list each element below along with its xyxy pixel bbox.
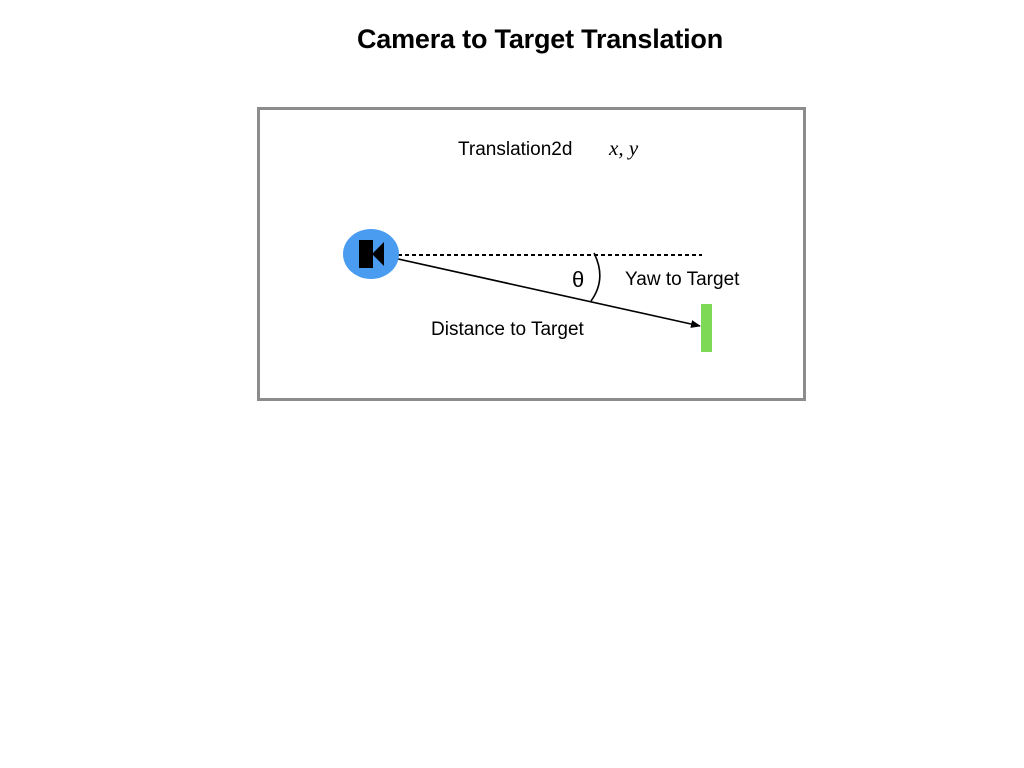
yaw-angle-arc [590,252,601,302]
frame-label: Translation2d [458,139,572,160]
page-title: Camera to Target Translation [357,24,723,54]
yaw-label: Yaw to Target [625,269,740,290]
video-camera-icon [359,240,384,268]
distance-label: Distance to Target [431,319,585,340]
frame-border [257,107,806,401]
angle-symbol: θ [572,267,584,292]
distance-arrow [379,254,701,328]
frame-label-math: x, y [608,136,639,160]
camera [343,229,399,279]
target-marker [701,304,712,352]
